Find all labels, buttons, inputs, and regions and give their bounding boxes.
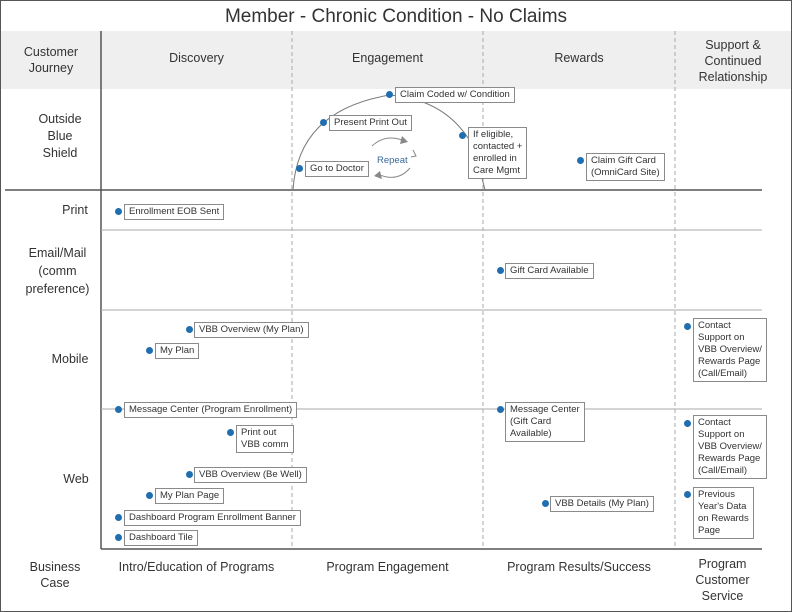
- card-print-vbb-comm: Print out VBB comm: [236, 425, 294, 453]
- step-dot: [497, 406, 504, 413]
- step-dot: [296, 165, 303, 172]
- header-engagement: Engagement: [352, 51, 423, 65]
- card-enrollment-eob: Enrollment EOB Sent: [124, 204, 225, 220]
- card-gift-card-available: Gift Card Available: [505, 263, 594, 279]
- card-contact-support-web: Contact Support on VBB Overview/ Rewards…: [693, 415, 767, 479]
- card-dashboard-banner: Dashboard Program Enrollment Banner: [124, 510, 301, 526]
- repeat-label: Repeat: [377, 155, 408, 166]
- footer-discovery: Intro/Education of Programs: [118, 560, 275, 574]
- step-dot: [186, 471, 193, 478]
- card-my-plan-page: My Plan Page: [155, 488, 225, 504]
- lane-print: Print: [62, 203, 88, 217]
- step-dot: [577, 157, 584, 164]
- header-support: Support & Continued Relationship: [698, 38, 768, 84]
- card-if-eligible: If eligible, contacted + enrolled in Car…: [468, 127, 528, 179]
- header-rewards: Rewards: [554, 51, 604, 65]
- diagram-title: Member - Chronic Condition - No Claims: [224, 6, 568, 27]
- card-message-center-gift: Message Center (Gift Card Available): [505, 402, 585, 442]
- step-dot: [386, 91, 393, 98]
- card-previous-year: Previous Year's Data on Rewards Page: [693, 487, 754, 539]
- card-claim-gift-card: Claim Gift Card (OmniCard Site): [586, 153, 665, 181]
- card-contact-support-mobile: Contact Support on VBB Overview/ Rewards…: [693, 318, 767, 382]
- lane-mobile: Mobile: [51, 352, 89, 366]
- step-dot: [684, 323, 691, 330]
- step-dot: [320, 119, 327, 126]
- step-dot: [497, 267, 504, 274]
- card-claim-coded: Claim Coded w/ Condition: [395, 87, 515, 103]
- step-dot: [186, 326, 193, 333]
- lane-web: Web: [63, 472, 89, 486]
- footer-engagement: Program Engagement: [326, 560, 449, 574]
- step-dot: [459, 132, 466, 139]
- card-my-plan: My Plan: [155, 343, 200, 359]
- card-vbb-details: VBB Details (My Plan): [550, 496, 654, 512]
- header-discovery: Discovery: [169, 51, 224, 65]
- card-vbb-overview-be-well: VBB Overview (Be Well): [194, 467, 307, 483]
- footer-business-case: Business Case: [29, 560, 81, 590]
- lane-outside-blue-shield: Outside Blue Shield: [38, 112, 82, 160]
- footer-support: Program Customer Service: [695, 557, 750, 603]
- lane-email-mail: Email/Mail (comm preference): [25, 246, 90, 296]
- step-dot: [115, 406, 122, 413]
- step-dot: [227, 429, 234, 436]
- card-vbb-overview-my-plan: VBB Overview (My Plan): [194, 322, 309, 338]
- step-dot: [115, 208, 122, 215]
- header-customer-journey: Customer Journey: [23, 45, 79, 75]
- card-present-print-out: Present Print Out: [329, 115, 412, 131]
- step-dot: [684, 420, 691, 427]
- footer-rewards: Program Results/Success: [507, 560, 651, 574]
- card-go-to-doctor: Go to Doctor: [305, 161, 369, 177]
- step-dot: [684, 491, 691, 498]
- card-message-center-enrollment: Message Center (Program Enrollment): [124, 402, 298, 418]
- card-dashboard-tile: Dashboard Tile: [124, 530, 198, 546]
- step-dot: [146, 492, 153, 499]
- step-dot: [146, 347, 153, 354]
- step-dot: [115, 514, 122, 521]
- step-dot: [542, 500, 549, 507]
- step-dot: [115, 534, 122, 541]
